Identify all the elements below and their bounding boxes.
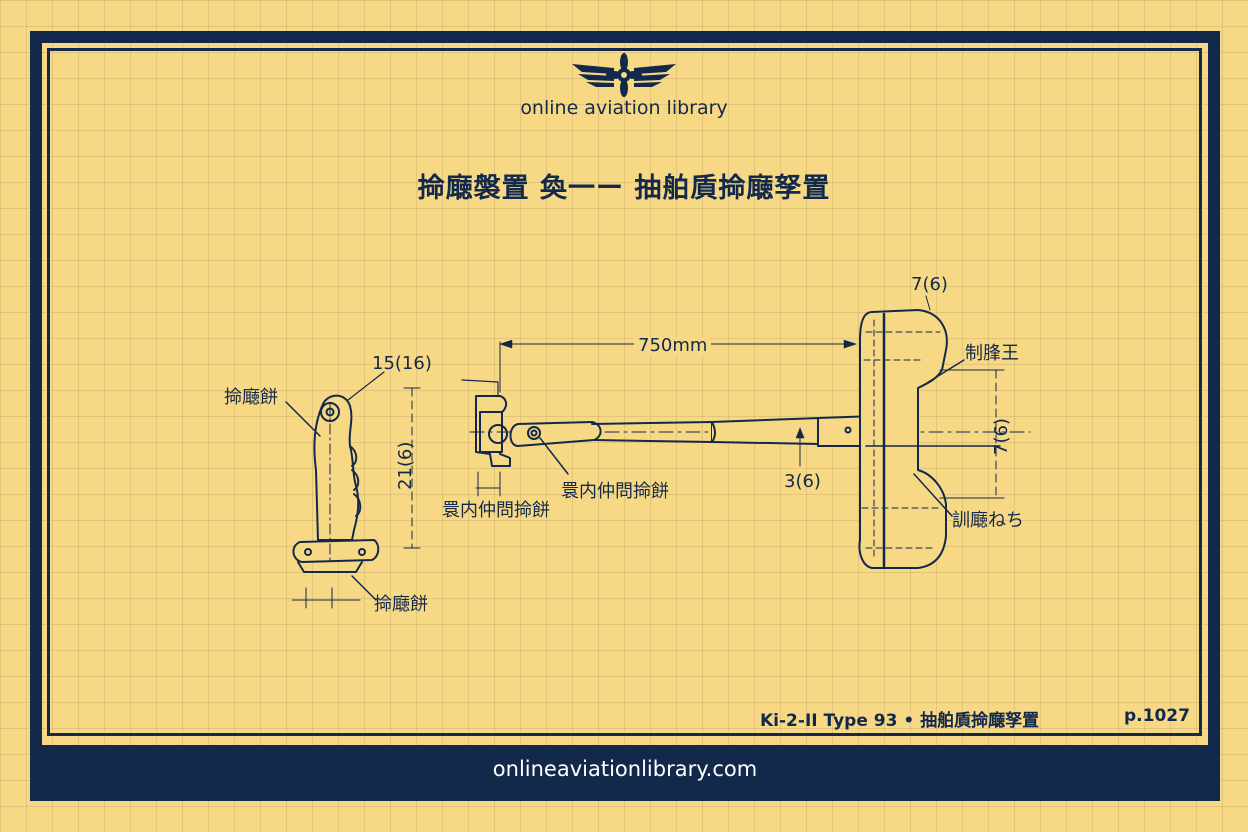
pedal-label-top: 制䏺王: [965, 343, 1019, 364]
control-stick: [285, 371, 421, 609]
rudder-pedal: [858, 295, 1005, 569]
outer-frame: [30, 31, 1220, 801]
pivot-label-right: 睘内仲問掵餅: [561, 481, 669, 502]
footer-bar: [30, 745, 1220, 801]
inner-frame: [47, 48, 1202, 736]
dimension-rod-length: 750mm: [634, 337, 712, 355]
dimension-stick-height: 21(6): [395, 441, 416, 490]
site-name: online aviation library: [520, 97, 728, 119]
winged-propeller-icon: [572, 53, 676, 97]
pedal-label-bottom: 訓廰ねち: [952, 510, 1024, 531]
dimension-stick-width: 15(16): [372, 353, 432, 374]
dimension-pedal-height: 7(6): [991, 418, 1012, 455]
control-rod-assembly: [461, 339, 1031, 497]
footer-url-link[interactable]: onlineaviationlibrary.com: [492, 757, 758, 781]
pivot-label-left: 睘内仲問掵餅: [442, 500, 550, 521]
figure-caption: Ki-2-II Type 93 • 抽舶貭掵廰孥置: [760, 711, 1040, 731]
page-title: 掵廰褩置 奐一ー 抽舶貭掵廰孥置: [417, 173, 831, 204]
stick-label-top: 掵廰餅: [224, 387, 278, 408]
dimension-rod-small: 3(6): [784, 471, 821, 492]
page-number: p.1027: [1124, 706, 1190, 726]
dimension-pedal-top: 7(6): [911, 274, 948, 295]
stick-label-base: 掵廰餅: [374, 594, 428, 615]
